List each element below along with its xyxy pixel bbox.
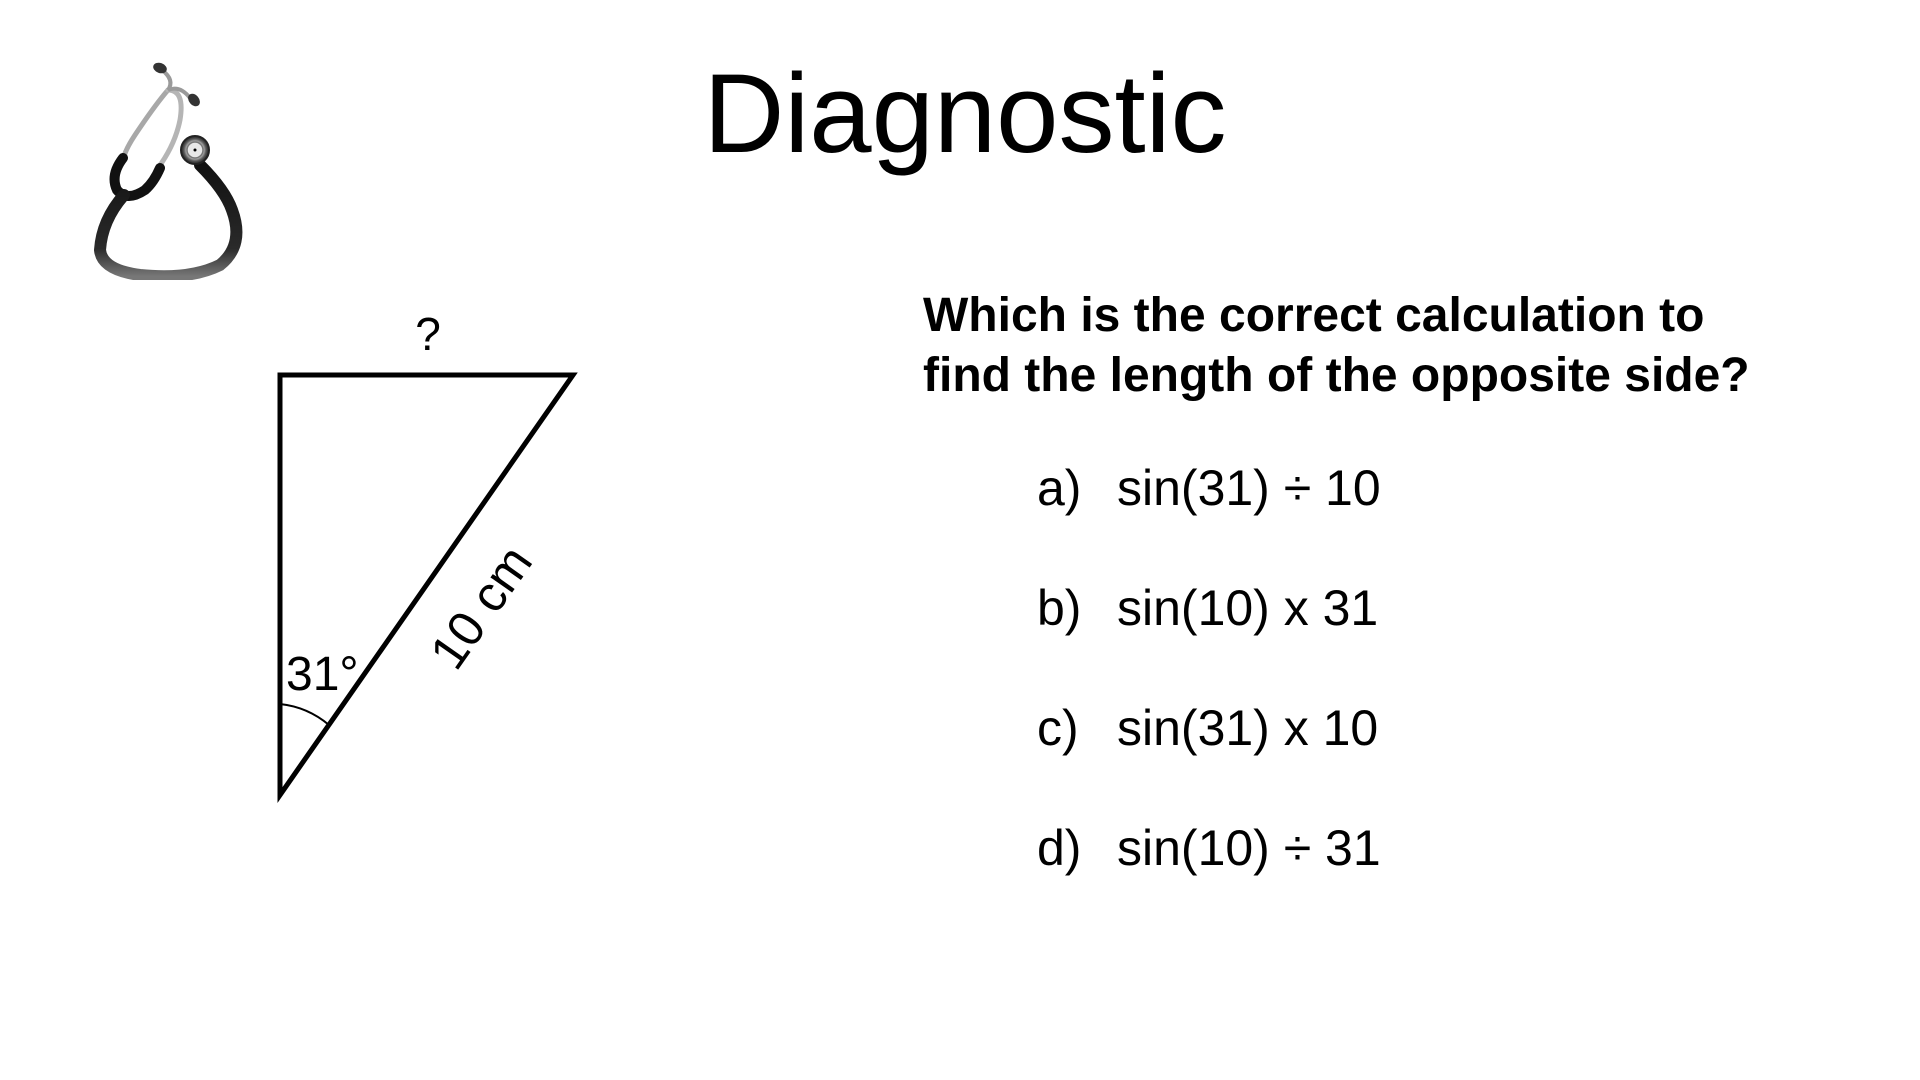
angle-label: 31° bbox=[286, 648, 359, 701]
option-expression: sin(10) ÷ 31 bbox=[1117, 820, 1381, 876]
slide-title: Diagnostic bbox=[703, 51, 1227, 176]
option-expression: sin(31) x 10 bbox=[1117, 700, 1379, 756]
question-line-1: Which is the correct calculation to bbox=[923, 289, 1705, 342]
option-label: b) bbox=[1037, 580, 1082, 636]
question-line-2: find the length of the opposite side? bbox=[923, 349, 1750, 402]
option-label: d) bbox=[1037, 820, 1082, 876]
option-a[interactable]: a) sin(31) ÷ 10 bbox=[1037, 458, 1381, 518]
option-b[interactable]: b) sin(10) x 31 bbox=[1037, 578, 1378, 638]
question-text: Which is the correct calculation to find… bbox=[923, 286, 1883, 406]
option-expression: sin(10) x 31 bbox=[1117, 580, 1379, 636]
top-side-label: ? bbox=[415, 308, 441, 360]
option-label: c) bbox=[1037, 700, 1079, 756]
angle-arc bbox=[279, 703, 330, 726]
option-d[interactable]: d) sin(10) ÷ 31 bbox=[1037, 818, 1381, 878]
triangle-shape bbox=[277, 372, 578, 803]
right-triangle-diagram: ? 31° 10 cm bbox=[277, 308, 578, 803]
hypotenuse-label: 10 cm bbox=[419, 535, 543, 679]
option-c[interactable]: c) sin(31) x 10 bbox=[1037, 698, 1378, 758]
stethoscope-icon bbox=[93, 62, 243, 280]
option-expression: sin(31) ÷ 10 bbox=[1117, 460, 1381, 516]
option-label: a) bbox=[1037, 460, 1082, 516]
